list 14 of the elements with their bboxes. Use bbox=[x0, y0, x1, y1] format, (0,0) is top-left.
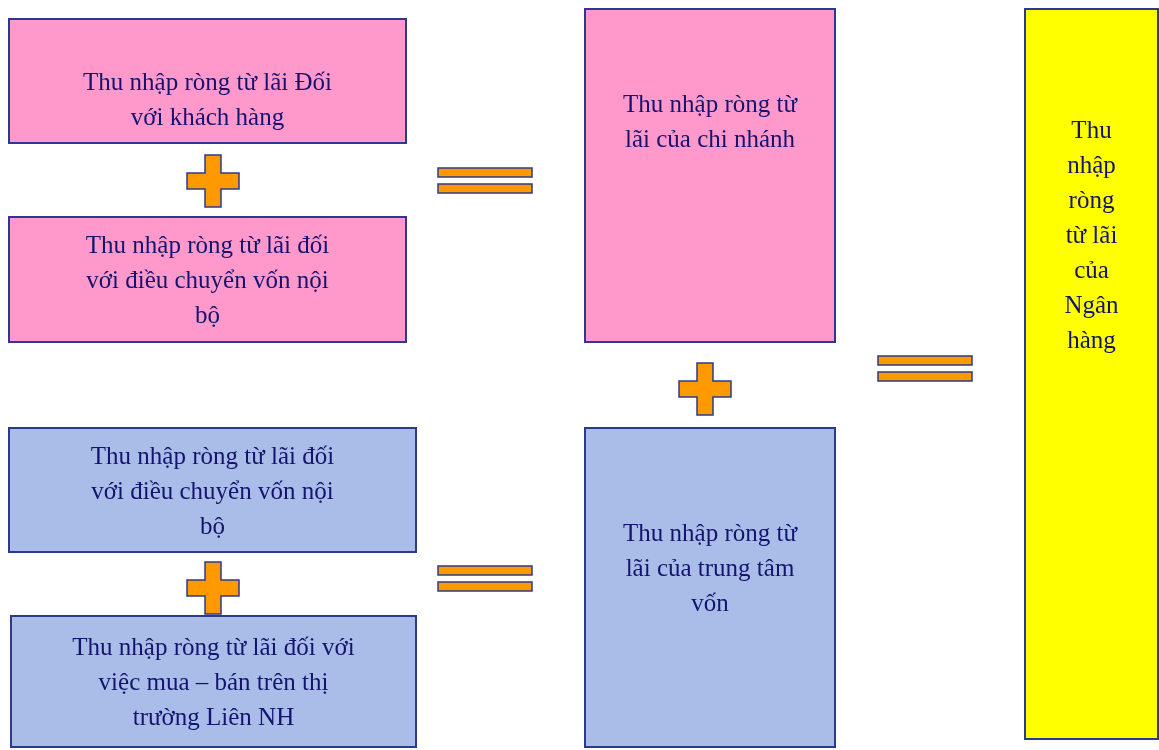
text-box bbox=[584, 427, 836, 748]
box-label: Thu nhập ròng từ lãi Đối với khách hàng bbox=[82, 67, 333, 132]
box-label: Thu nhập ròng từ lãi đối với việc mua – bán trên thị trường Liên NH bbox=[71, 632, 356, 732]
box-label: Thu nhập ròng từ lãi đối với điều chuyển vốn nội bộ bbox=[89, 440, 336, 541]
text-box bbox=[8, 18, 407, 144]
text-box bbox=[8, 427, 417, 553]
box-label: Thu nhập ròng từ lãi của trung tâm vốn bbox=[622, 518, 799, 618]
text-box bbox=[584, 8, 836, 343]
box-label: Thu nhập ròng từ lãi của Ngân hàng bbox=[1063, 114, 1120, 355]
box-label: Thu nhập ròng từ lãi của chi nhánh bbox=[622, 88, 799, 154]
box-label: Thu nhập ròng từ lãi đối với điều chuyển vốn nội bộ bbox=[84, 230, 331, 330]
text-box bbox=[10, 615, 417, 748]
text-box bbox=[1024, 8, 1159, 740]
text-box bbox=[8, 216, 407, 343]
